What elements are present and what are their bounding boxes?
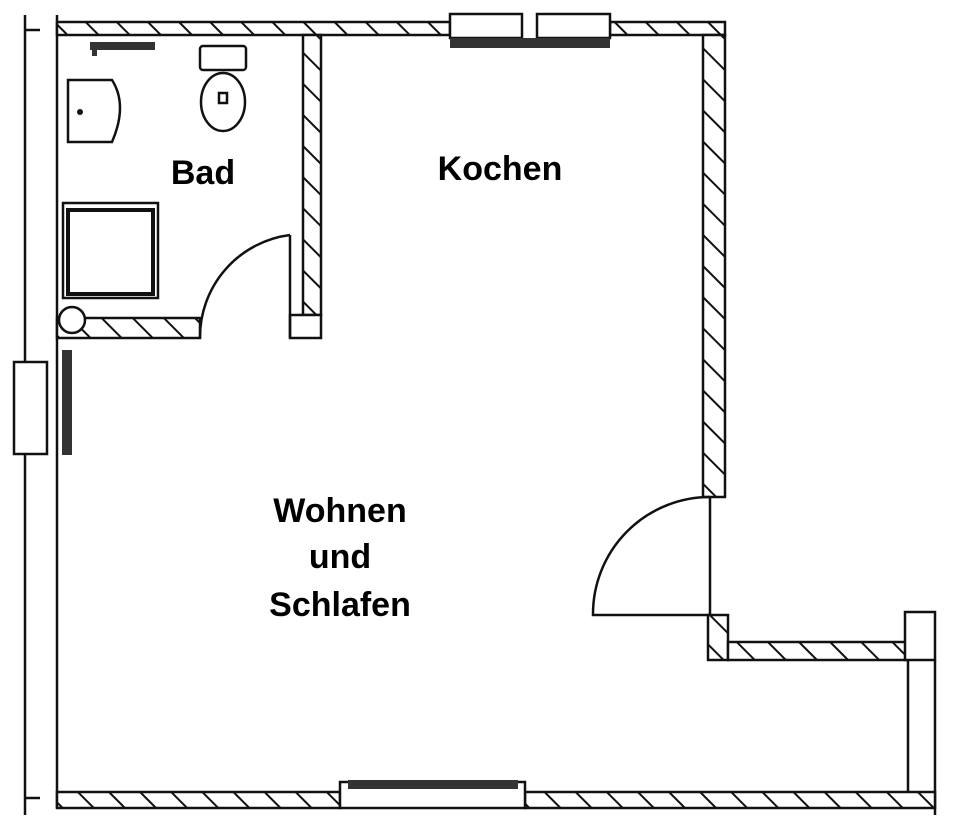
left-window xyxy=(12,345,72,460)
bottom-wall-right xyxy=(523,790,937,810)
room-label-living-2: und xyxy=(309,538,371,576)
top-wall-right xyxy=(608,20,727,37)
bottom-window xyxy=(338,780,527,810)
bath-door xyxy=(198,233,292,339)
hall-wall-horizontal xyxy=(726,640,910,662)
towel-rail xyxy=(90,42,155,56)
room-label-bath: Bad xyxy=(171,154,235,192)
room-label-living-1: Wohnen xyxy=(273,492,406,530)
bottom-wall-left xyxy=(55,790,342,810)
room-label-kitchen: Kochen xyxy=(438,150,563,188)
bath-door-jamb xyxy=(288,313,323,340)
shower-icon xyxy=(57,201,160,335)
hall-wall xyxy=(706,613,730,662)
sink-icon xyxy=(66,78,122,144)
room-label-living-3: Schlafen xyxy=(269,586,411,624)
bath-partition-wall xyxy=(301,33,323,317)
hall-wall-end xyxy=(903,610,937,662)
entrance-door xyxy=(591,495,712,617)
kitchen-right-wall xyxy=(701,33,727,499)
top-window xyxy=(448,12,612,48)
top-wall xyxy=(55,20,452,37)
toilet-icon xyxy=(198,44,248,133)
